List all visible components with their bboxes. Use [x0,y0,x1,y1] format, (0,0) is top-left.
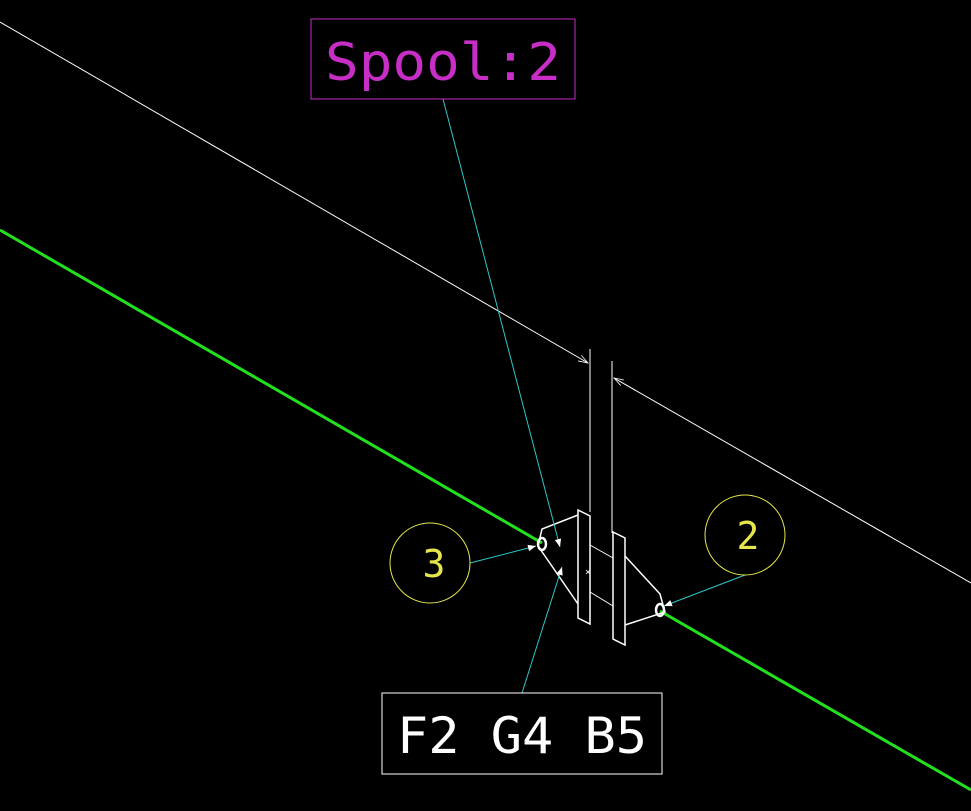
flange-left-plate [577,508,591,626]
flange-center-mark: × [585,567,591,578]
balloon-3-number: 3 [423,542,446,586]
gasket-bottom-edge [589,591,614,607]
dimension-line-right [614,378,971,584]
spool-tag[interactable]: Spool:2 [310,18,576,100]
spool-leader [442,98,562,548]
flange-right-hub [624,555,666,626]
balloon-2[interactable]: 2 [704,494,786,576]
balloon-3-circle [389,522,471,604]
pipe-segment-upstream [0,228,543,545]
flange-right-plate [612,530,626,647]
balloon-3-leader [469,544,537,564]
balloon-3[interactable]: 3 [389,522,471,604]
balloon-2-circle [704,494,786,576]
pipe-centerline [0,228,971,792]
component-tag-label: F2 G4 B5 [397,707,647,765]
spool-tag-frame [310,18,576,100]
flange-left-hub [537,514,579,605]
dimension-group [0,21,971,584]
leader-lines [442,98,746,694]
flange-assembly: × [536,508,666,647]
component-tag[interactable]: F2 G4 B5 [381,692,663,775]
pipe-segment-downstream [659,609,971,792]
component-tag-leader [521,566,563,694]
spool-tag-label: Spool:2 [325,33,561,93]
weld-point-right [654,602,666,618]
balloon-2-number: 2 [737,514,760,558]
component-tag-frame [381,692,663,775]
dimension-line-left [0,21,588,363]
balloon-2-leader [663,574,746,607]
gasket-top-edge [589,544,614,559]
weld-point-left [536,536,548,552]
